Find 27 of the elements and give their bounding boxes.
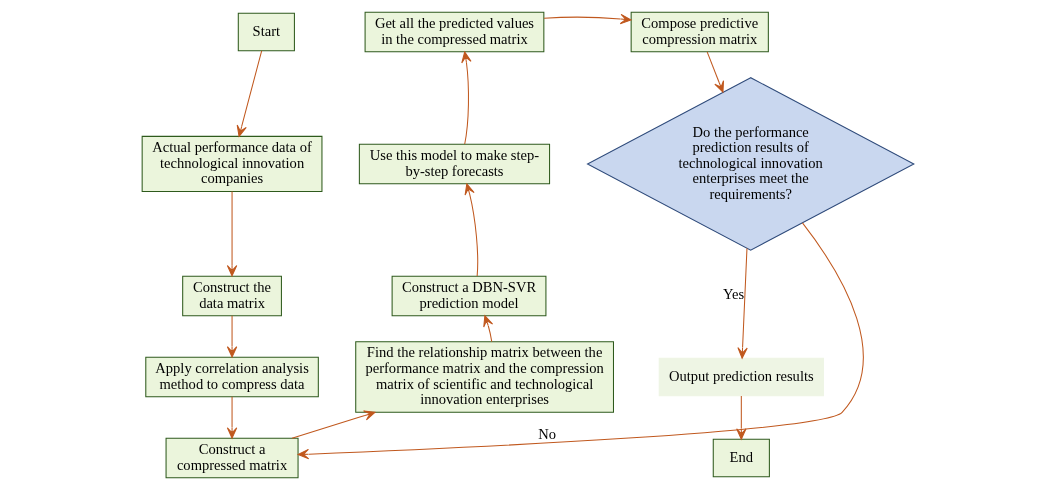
node-box: Construct the data matrix [182, 275, 282, 317]
arrow [461, 51, 472, 145]
arrow [291, 410, 376, 439]
node-box: Construct a DBN-SVR prediction model [391, 275, 547, 317]
arrow [483, 315, 494, 343]
node-box: Use this model to make step-by-step forecasts [358, 143, 551, 185]
arrow [226, 315, 238, 358]
arrow [736, 395, 747, 440]
node-box: Construct a compressed matrix [165, 437, 299, 479]
arrow [737, 247, 748, 359]
node-box: Find the relationship matrix between the performance matrix and the compression matrix of scientific and technological innovation enterprises [355, 341, 614, 413]
edge-label: No [538, 425, 557, 442]
arrow [543, 13, 632, 25]
arrow [226, 396, 238, 439]
arrow [706, 51, 724, 93]
node-box: End [712, 438, 770, 478]
node-box: Apply correlation analysis method to compress data [145, 356, 319, 398]
node-box: Compose predictive compression matrix [630, 11, 769, 53]
edge-label: Yes [723, 286, 745, 303]
node-box: Output prediction results [658, 357, 824, 397]
arrow [297, 222, 864, 460]
arrow [226, 191, 238, 277]
node-box: Actual performance data of technological innovation companies [141, 135, 323, 192]
arrow [464, 183, 479, 277]
node-box: Start [237, 12, 295, 52]
node-box: Get all the predicted values in the compressed matrix [364, 11, 545, 53]
arrow [236, 50, 263, 137]
